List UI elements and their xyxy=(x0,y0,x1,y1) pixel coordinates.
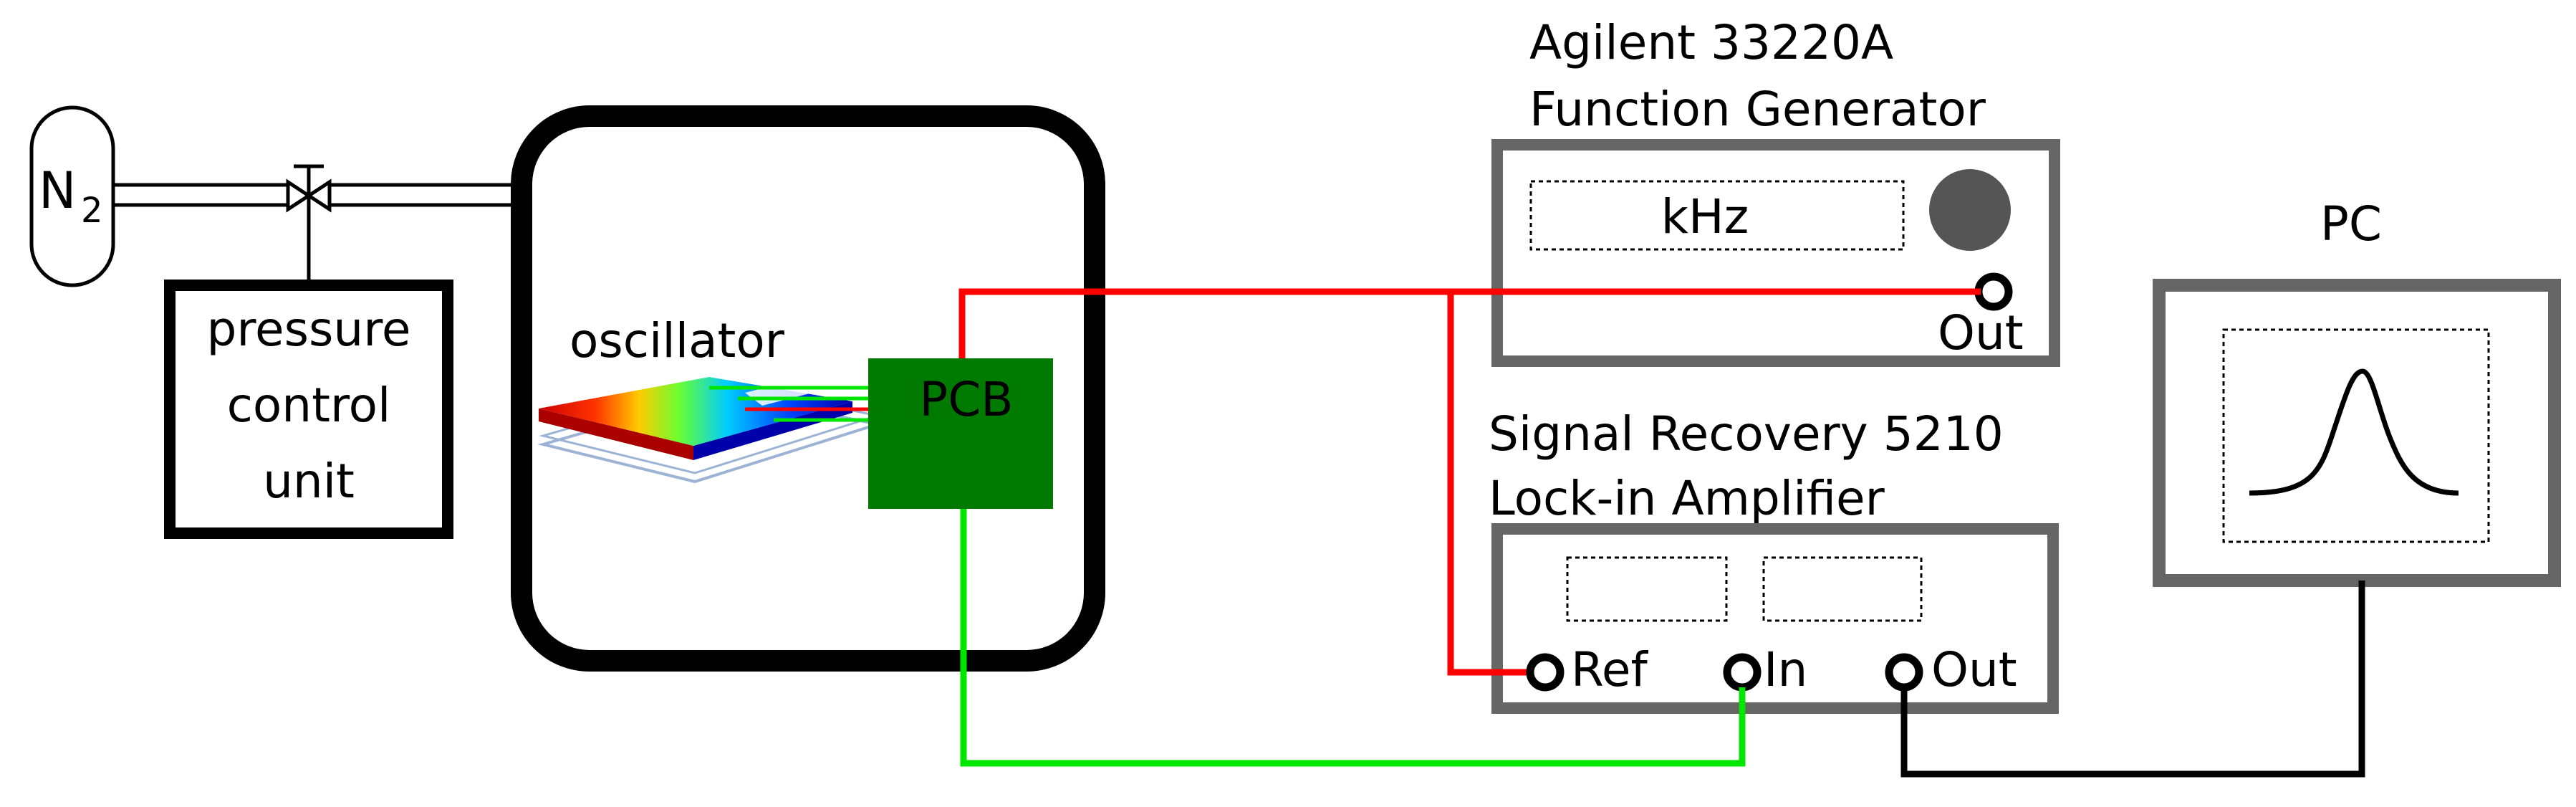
lockin-amplifier: Ref In Out xyxy=(1491,523,2059,714)
n2-symbol: N xyxy=(39,161,76,220)
output-signal-cable xyxy=(1900,581,2365,778)
n2-subscript: 2 xyxy=(81,191,103,231)
pc-monitor xyxy=(2153,279,2561,587)
oscillator-image xyxy=(537,377,883,484)
input-signal-cable xyxy=(960,509,1746,767)
oscillator-wires xyxy=(709,386,870,422)
oscillator-label: oscillator xyxy=(569,313,785,368)
lockin-ref-connector xyxy=(1526,653,1565,692)
function-generator-title-1: Agilent 33220A xyxy=(1529,15,1893,70)
pressure-unit-line-3: unit xyxy=(263,454,355,509)
function-generator-display xyxy=(1529,180,1905,251)
lockin-title-1: Signal Recovery 5210 xyxy=(1489,406,2004,462)
lockin-display-2 xyxy=(1762,556,1923,622)
pcb: PCB xyxy=(868,358,1053,509)
pressure-unit-line-2: control xyxy=(227,378,391,433)
lockin-out-label: Out xyxy=(1931,642,2017,697)
function-generator-out-label: Out xyxy=(1938,305,2024,360)
valve-icon xyxy=(286,164,332,284)
function-generator: kHz Out xyxy=(1491,139,2060,367)
pc-label: PC xyxy=(2320,196,2382,252)
function-generator-display-text: kHz xyxy=(1661,189,1749,244)
resonance-curve-icon xyxy=(2249,368,2459,496)
function-generator-knob xyxy=(1929,169,2011,251)
lockin-out-connector xyxy=(1885,653,1923,692)
pressure-unit-line-1: pressure xyxy=(206,302,410,357)
lockin-ref-label: Ref xyxy=(1571,642,1648,697)
pressure-control-unit: pressure control unit xyxy=(164,280,453,539)
reference-signal-cable xyxy=(958,288,1981,676)
pc-screen xyxy=(2222,328,2490,543)
function-generator-out-connector xyxy=(1974,272,2013,311)
lockin-title-2: Lock-in Amplifier xyxy=(1489,471,1885,526)
lockin-in-connector xyxy=(1723,653,1762,692)
function-generator-title-2: Function Generator xyxy=(1529,82,1986,137)
gas-pipe xyxy=(113,183,516,207)
n2-cylinder: N 2 xyxy=(29,105,115,287)
lockin-in-label: In xyxy=(1764,642,1807,697)
pcb-label: PCB xyxy=(919,372,1013,427)
lockin-display-1 xyxy=(1566,556,1728,622)
